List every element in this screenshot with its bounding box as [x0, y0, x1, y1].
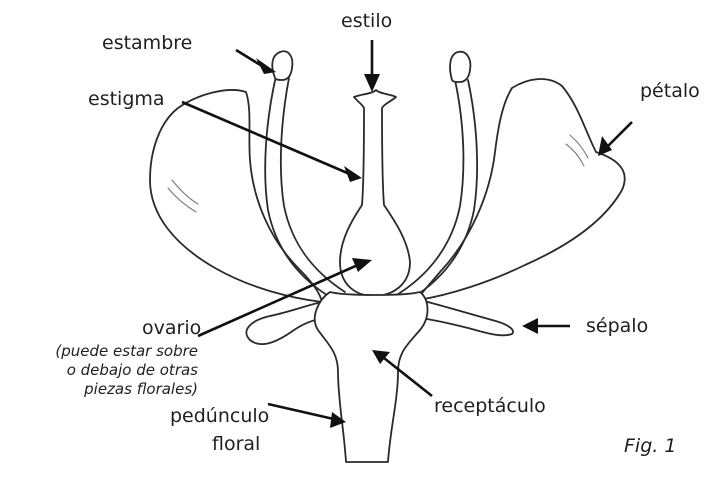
label-estigma: estigma — [88, 88, 165, 110]
ovario-note: (puede estar sobre o debajo de otras pie… — [34, 342, 198, 399]
label-estilo: estilo — [341, 10, 392, 32]
pistil — [340, 90, 410, 296]
label-petalo: pétalo — [640, 80, 700, 102]
right-sepal — [420, 300, 513, 335]
arrow-sepalo — [522, 318, 570, 334]
figure-caption: Fig. 1 — [624, 435, 676, 457]
receptacle — [315, 292, 428, 462]
left-anther — [272, 51, 292, 80]
arrow-petalo — [598, 122, 632, 156]
label-peduncle-line-1: pedúnculo — [170, 405, 269, 427]
ovario-note-line-3: piezas florales) — [34, 380, 198, 399]
label-estambre: estambre — [102, 32, 192, 54]
label-receptaculo: receptáculo — [434, 395, 546, 417]
ovario-note-line-1: (puede estar sobre — [34, 342, 198, 361]
arrow-estilo — [364, 40, 380, 92]
arrow-estambre — [236, 50, 276, 74]
label-peduncle-line-2: floral — [212, 433, 260, 455]
right-anther — [450, 52, 470, 82]
label-ovario: ovario — [142, 317, 201, 339]
label-sepalo: sépalo — [586, 315, 648, 337]
arrow-peduncle — [268, 404, 346, 428]
right-petal — [418, 79, 625, 300]
ovario-note-line-2: o debajo de otras — [34, 361, 198, 380]
